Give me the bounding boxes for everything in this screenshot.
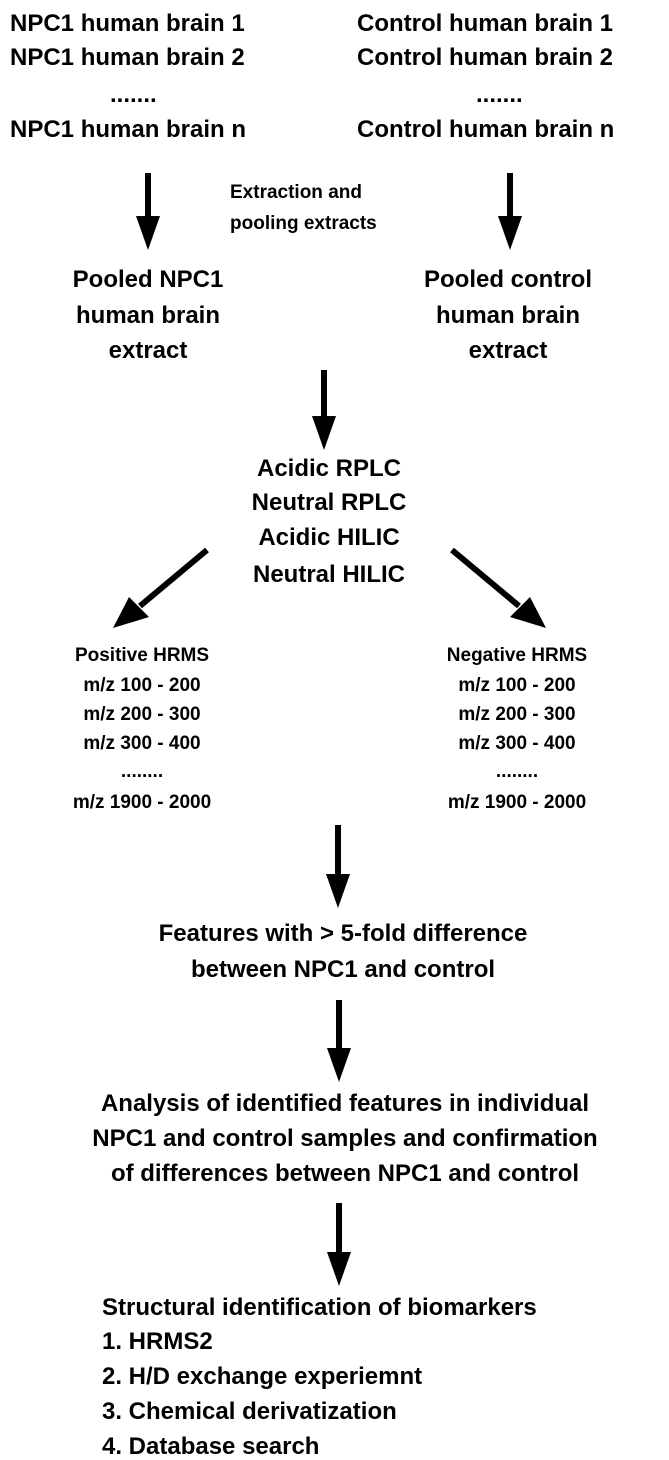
npc1-source-ellipsis: ....... [110, 81, 157, 108]
negative-hrms-range-last: m/z 1900 - 2000 [447, 792, 587, 813]
chromatography-4: Neutral HILIC [252, 561, 406, 588]
arrowhead-negative [510, 597, 546, 628]
structural-step-1: 1. HRMS2 [102, 1328, 213, 1355]
pooled-npc1-line-2: human brain [75, 302, 221, 329]
positive-hrms-range-last: m/z 1900 - 2000 [72, 792, 212, 813]
npc1-source-2: NPC1 human brain 2 [10, 44, 245, 71]
chromatography-2: Neutral RPLC [251, 489, 407, 516]
negative-hrms-range-2: m/z 200 - 300 [458, 704, 576, 725]
arrow-chromatography-to-positive [138, 547, 209, 609]
analysis-line-2: NPC1 and control samples and confirmatio… [92, 1125, 598, 1152]
pooled-control-line-2: human brain [435, 302, 581, 329]
negative-hrms-range-1: m/z 100 - 200 [458, 675, 576, 696]
pooled-npc1-line-3: extract [108, 337, 188, 364]
negative-hrms-range-3: m/z 300 - 400 [458, 733, 576, 754]
positive-hrms-range-3: m/z 300 - 400 [83, 733, 201, 754]
arrowhead-positive [113, 597, 149, 628]
positive-hrms-ellipsis: ........ [120, 761, 164, 782]
arrowhead-pooled [312, 416, 336, 450]
analysis-line-1: Analysis of identified features in indiv… [100, 1090, 590, 1117]
features-line-2: between NPC1 and control [190, 956, 496, 983]
arrow-chromatography-to-negative [450, 547, 521, 609]
chromatography-1: Acidic RPLC [256, 455, 402, 482]
control-source-2: Control human brain 2 [357, 44, 614, 71]
extraction-label-line-1: Extraction and [230, 182, 362, 203]
structural-title: Structural identification of biomarkers [102, 1294, 537, 1321]
chromatography-3: Acidic HILIC [258, 524, 400, 551]
structural-step-4: 4. Database search [102, 1433, 320, 1460]
pooled-npc1-line-1: Pooled NPC1 [72, 266, 224, 293]
npc1-source-1: NPC1 human brain 1 [10, 10, 245, 37]
arrowhead-npc1 [136, 216, 160, 250]
control-source-ellipsis: ....... [476, 81, 523, 108]
positive-hrms-title: Positive HRMS [74, 645, 210, 666]
positive-hrms-range-2: m/z 200 - 300 [83, 704, 201, 725]
control-source-1: Control human brain 1 [357, 10, 614, 37]
arrowhead-analysis [327, 1048, 351, 1082]
positive-hrms-range-1: m/z 100 - 200 [83, 675, 201, 696]
negative-hrms-ellipsis: ........ [495, 761, 539, 782]
structural-step-2: 2. H/D exchange experiemnt [102, 1363, 423, 1390]
arrowhead-control [498, 216, 522, 250]
features-line-1: Features with > 5-fold difference [158, 920, 528, 947]
arrowhead-structural [327, 1252, 351, 1286]
control-source-n: Control human brain n [357, 116, 615, 143]
pooled-control-line-1: Pooled control [424, 266, 592, 293]
npc1-source-n: NPC1 human brain n [10, 116, 247, 143]
arrowhead-features [326, 874, 350, 908]
negative-hrms-title: Negative HRMS [446, 645, 588, 666]
extraction-label-line-2: pooling extracts [230, 213, 377, 234]
structural-step-3: 3. Chemical derivatization [102, 1398, 397, 1425]
analysis-line-3: of differences between NPC1 and control [110, 1160, 580, 1187]
pooled-control-line-3: extract [468, 337, 548, 364]
